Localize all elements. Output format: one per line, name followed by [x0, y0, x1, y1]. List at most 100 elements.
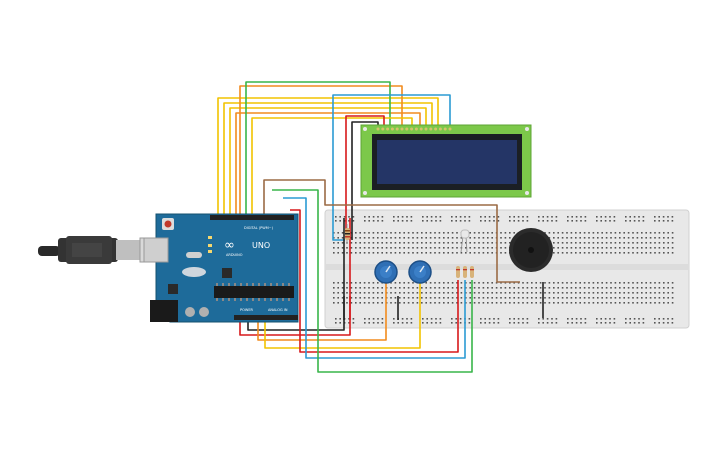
- breadboard-hole: [348, 216, 350, 218]
- wire-black-gnd: [247, 218, 345, 331]
- breadboard-hole: [566, 287, 568, 289]
- breadboard-hole: [597, 287, 599, 289]
- breadboard-hole: [333, 287, 335, 289]
- breadboard-hole: [557, 237, 559, 239]
- breadboard-hole: [443, 297, 445, 299]
- breadboard-hole: [553, 292, 555, 294]
- breadboard-hole: [592, 297, 595, 299]
- breadboard-hole: [451, 237, 454, 239]
- breadboard-hole: [341, 242, 344, 244]
- breadboard-hole: [619, 237, 621, 239]
- breadboard-hole: [580, 216, 582, 218]
- lcd-16x2[interactable]: [360, 124, 532, 198]
- breadboard-hole: [619, 287, 621, 289]
- potentiometer-1[interactable]: [374, 260, 398, 284]
- breadboard-hole: [443, 292, 445, 294]
- wire-orange-d5: [239, 85, 403, 218]
- breadboard-hole: [522, 297, 524, 299]
- breadboard-hole: [654, 216, 656, 218]
- breadboard-hole: [522, 220, 524, 222]
- breadboard-hole: [397, 322, 399, 324]
- breadboard-hole: [456, 252, 458, 254]
- breadboard-hole: [649, 232, 652, 234]
- breadboard-hole: [487, 237, 489, 239]
- breadboard-hole: [359, 292, 361, 294]
- breadboard-hole: [456, 282, 458, 284]
- breadboard-hole: [443, 287, 445, 289]
- breadboard-hole: [352, 318, 355, 320]
- breadboard-hole: [401, 216, 404, 218]
- breadboard-hole: [500, 247, 502, 249]
- breadboard-hole: [491, 282, 493, 284]
- breadboard-hole: [451, 302, 454, 304]
- breadboard-hole: [434, 292, 436, 294]
- led[interactable]: [460, 229, 470, 253]
- breadboard-hole: [451, 318, 453, 320]
- wire-red-led: [290, 209, 459, 353]
- breadboard-hole: [456, 292, 458, 294]
- breadboard-hole: [584, 216, 587, 218]
- breadboard-hole: [368, 292, 370, 294]
- breadboard-hole: [401, 220, 404, 222]
- breadboard-hole: [570, 302, 573, 304]
- breadboard-hole: [627, 232, 630, 234]
- breadboard-hole: [346, 297, 348, 299]
- breadboard-hole: [654, 302, 656, 304]
- breadboard-hole: [363, 247, 366, 249]
- breadboard-hole: [447, 282, 449, 284]
- breadboard-hole: [658, 242, 661, 244]
- breadboard-hole: [341, 232, 344, 234]
- breadboard-hole: [372, 247, 375, 249]
- breadboard-hole: [488, 318, 491, 320]
- breadboard-hole: [619, 297, 621, 299]
- breadboard-hole: [504, 287, 507, 289]
- breadboard-hole: [473, 232, 476, 234]
- breadboard-hole: [333, 252, 335, 254]
- breadboard-hole: [393, 322, 395, 324]
- breadboard-hole: [421, 247, 423, 249]
- breadboard-hole: [464, 220, 466, 222]
- breadboard-hole: [567, 318, 569, 320]
- breadboard-hole: [426, 220, 428, 222]
- wire-yellow-d3: [229, 107, 427, 218]
- arduino-uno[interactable]: ∞ UNO ARDUINO DIGITAL (PWM~) POWER ANALO…: [143, 213, 299, 323]
- resistor-lcd[interactable]: [345, 224, 350, 244]
- breadboard-hole: [473, 242, 476, 244]
- breadboard-hole: [335, 322, 337, 324]
- breadboard-hole: [592, 237, 595, 239]
- breadboard-hole: [645, 252, 647, 254]
- breadboard-hole: [638, 318, 640, 320]
- breadboard-hole: [504, 297, 507, 299]
- breadboard-hole: [575, 302, 577, 304]
- wire-brown-buzzer: [263, 179, 520, 283]
- breadboard-hole: [548, 292, 551, 294]
- piezo-buzzer[interactable]: [509, 228, 553, 272]
- lcd-pin: [376, 127, 380, 131]
- breadboard-hole: [377, 232, 379, 234]
- breadboard-hole: [636, 232, 639, 234]
- breadboard-hole: [346, 287, 348, 289]
- breadboard-hole: [614, 302, 617, 304]
- breadboard-hole: [399, 292, 401, 294]
- breadboard-hole: [548, 287, 551, 289]
- breadboard-hole: [434, 252, 436, 254]
- breadboard-hole: [539, 302, 542, 304]
- breadboard-hole: [368, 252, 370, 254]
- breadboard-hole: [381, 232, 383, 234]
- potentiometer-2[interactable]: [408, 260, 432, 284]
- breadboard-hole: [557, 302, 559, 304]
- breadboard-hole: [649, 287, 652, 289]
- breadboard-hole: [667, 297, 669, 299]
- breadboard-hole: [579, 252, 581, 254]
- breadboard-hole: [579, 302, 581, 304]
- resistors-led[interactable]: [456, 266, 474, 278]
- breadboard-hole: [500, 252, 502, 254]
- breadboard-hole: [438, 282, 441, 284]
- breadboard-hole: [429, 297, 432, 299]
- breadboard-hole: [399, 297, 401, 299]
- breadboard-hole: [451, 216, 453, 218]
- breadboard-hole: [487, 242, 489, 244]
- breadboard-hole: [588, 292, 590, 294]
- breadboard-hole: [649, 237, 652, 239]
- breadboard-hole: [335, 216, 337, 218]
